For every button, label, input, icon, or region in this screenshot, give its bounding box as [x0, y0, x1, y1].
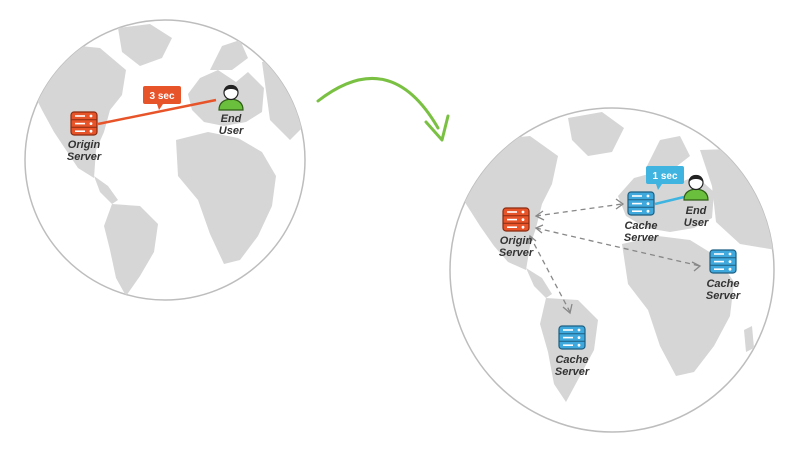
end-user-label-line2: User — [684, 217, 709, 229]
cache-server-icon — [558, 325, 586, 350]
globe-before: 3 sec Origin Server End User — [24, 19, 306, 301]
origin-server-label-line2: Server — [499, 247, 534, 259]
cache-server-africa-label-line1: Cache — [706, 278, 739, 290]
route-origin-to-cache-europe — [535, 203, 623, 217]
origin-server-label-line1: Origin — [500, 235, 533, 247]
cache-server-south-america-label-line2: Server — [555, 366, 590, 378]
route-origin-to-cache-africa — [535, 227, 701, 267]
end-user-icon — [683, 174, 709, 201]
cache-server-africa-label-line2: Server — [706, 290, 741, 302]
origin-server-icon — [502, 207, 530, 232]
end-user-label-line1: End — [686, 205, 707, 217]
cache-server-europe-label-line2: Server — [624, 232, 659, 244]
latency-line-slow — [97, 98, 217, 126]
route-arrowheads — [527, 198, 702, 315]
latency-badge-fast: 1 sec — [646, 166, 684, 190]
origin-server-icon — [70, 111, 98, 136]
cache-server-europe-label-line1: Cache — [624, 220, 657, 232]
origin-server-label-line1: Origin — [68, 139, 101, 151]
end-user-icon — [218, 84, 244, 111]
cache-server-south-america-label-line1: Cache — [555, 354, 588, 366]
end-user-label-line1: End — [221, 113, 242, 125]
cache-server-icon — [709, 249, 737, 274]
svg-text:3 sec: 3 sec — [149, 91, 174, 102]
transition-arrow-icon — [316, 76, 450, 142]
cdn-routes — [529, 203, 701, 313]
origin-server-label-line2: Server — [67, 151, 102, 163]
latency-line-fast — [654, 195, 685, 206]
latency-badge-slow: 3 sec — [143, 86, 181, 110]
svg-text:1 sec: 1 sec — [652, 171, 677, 182]
end-user-label-line2: User — [219, 125, 244, 137]
cache-server-icon — [627, 191, 655, 216]
globe-after: 1 sec Origin Server Cache — [449, 107, 775, 433]
